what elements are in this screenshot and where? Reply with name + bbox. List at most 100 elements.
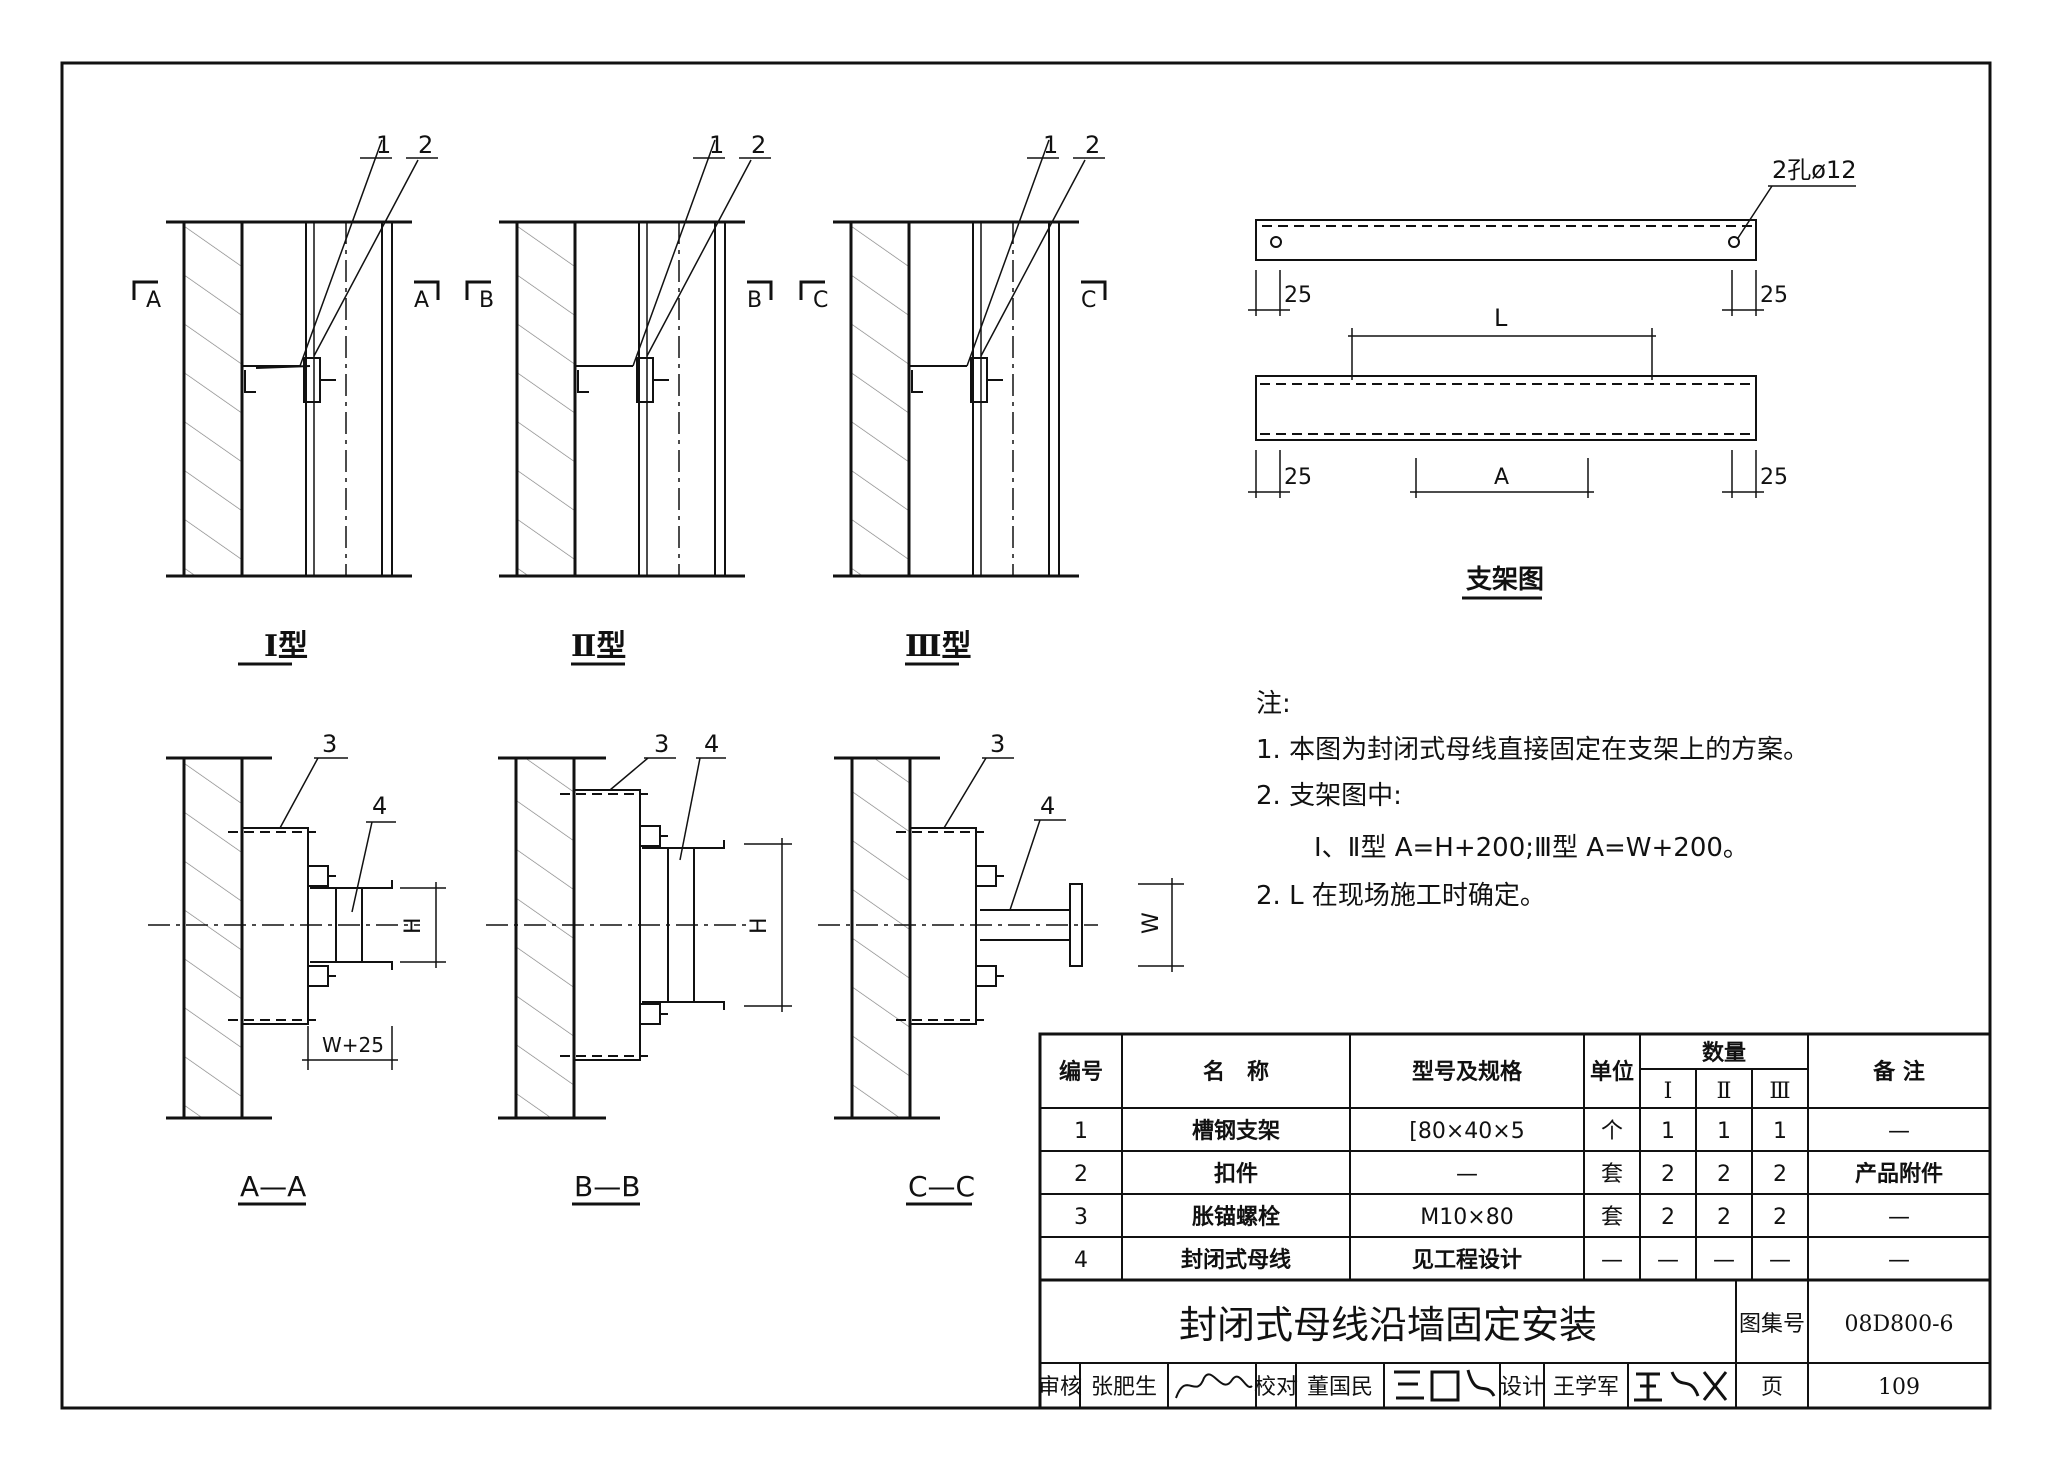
section-b-b: H 3 4 B—B <box>486 730 792 1206</box>
elevation-title-3: Ⅲ型 <box>905 629 972 664</box>
page-number: 109 <box>1878 1375 1920 1400</box>
cell-spec: [80×40×5 <box>1409 1119 1524 1144</box>
callout-1-label: 1 <box>1043 131 1058 159</box>
cell-name: 扣件 <box>1214 1161 1258 1187</box>
parts-table: 编号 名 称 型号及规格 单位 数量 备 注 Ⅰ Ⅱ Ⅲ 1 槽钢支架 [80×… <box>1038 1032 1992 1410</box>
note-line-2: 2. 支架图中: <box>1256 781 1402 811</box>
header-qty-type-3: Ⅲ <box>1769 1079 1790 1104</box>
callout-2-label: 2 <box>1085 131 1100 159</box>
atlas-label: 图集号 <box>1739 1312 1805 1337</box>
cell-q2: — <box>1713 1248 1735 1273</box>
header-no: 编号 <box>1059 1059 1103 1085</box>
cell-q1: 2 <box>1661 1162 1675 1187</box>
section-title-b: B—B <box>574 1170 640 1203</box>
cell-q2: 1 <box>1717 1119 1731 1144</box>
table-row: 4 封闭式母线 见工程设计 — — — — — <box>1074 1247 1910 1273</box>
cell-q2: 2 <box>1717 1205 1731 1230</box>
note-line-3: Ⅰ、Ⅱ型 A=H+200;Ⅲ型 A=W+200。 <box>1314 833 1749 863</box>
cell-unit: 套 <box>1601 1162 1623 1187</box>
notes-block: 注: 1. 本图为封闭式母线直接固定在支架上的方案。 2. 支架图中: Ⅰ、Ⅱ型… <box>1256 689 1809 911</box>
designer-name: 王学军 <box>1553 1375 1619 1400</box>
cell-spec: 见工程设计 <box>1412 1247 1522 1273</box>
callout-4-label: 4 <box>1040 792 1055 820</box>
cell-remark: — <box>1888 1248 1910 1273</box>
cell-q3: 2 <box>1773 1205 1787 1230</box>
section-mark-left: C <box>813 288 828 313</box>
dim-h-label: H <box>401 917 426 934</box>
section-title-a: A—A <box>240 1170 306 1203</box>
dim-25-top-right: 25 <box>1760 283 1788 308</box>
callout-3-label: 3 <box>654 730 669 758</box>
section-mark-right: A <box>414 288 429 313</box>
callout-4-label: 4 <box>372 792 387 820</box>
header-remark: 备 注 <box>1872 1059 1925 1085</box>
cell-unit: — <box>1601 1248 1623 1273</box>
checker-name: 董国民 <box>1307 1375 1373 1400</box>
callout-1-label: 1 <box>709 131 724 159</box>
dim-25-top-left: 25 <box>1284 283 1312 308</box>
elevation-view-3: 1 2 C C Ⅲ型 <box>799 131 1107 666</box>
callout-2-label: 2 <box>751 131 766 159</box>
dim-l-label: L <box>1494 304 1508 332</box>
notes-heading: 注: <box>1256 689 1291 719</box>
dim-w-label: W <box>1139 912 1164 934</box>
section-title-c: C—C <box>908 1170 975 1203</box>
reviewer-signature <box>1175 1373 1253 1399</box>
hole-label: 2孔ø12 <box>1772 156 1857 184</box>
header-unit: 单位 <box>1590 1059 1634 1085</box>
header-spec: 型号及规格 <box>1412 1059 1523 1085</box>
table-row: 1 槽钢支架 [80×40×5 个 1 1 1 — <box>1074 1118 1910 1144</box>
elevation-view-2: 1 2 B B Ⅱ型 <box>465 131 773 666</box>
check-label: 校对 <box>1254 1375 1298 1400</box>
table-row: 3 胀锚螺栓 M10×80 套 2 2 2 — <box>1074 1204 1910 1230</box>
cell-q1: — <box>1657 1248 1679 1273</box>
cell-q2: 2 <box>1717 1162 1731 1187</box>
elevation-title-1: Ⅰ型 <box>264 629 308 664</box>
review-label: 审核 <box>1038 1375 1082 1400</box>
cell-unit: 套 <box>1601 1205 1623 1230</box>
elevation-view-1: 1 2 A A Ⅰ型 <box>132 131 440 666</box>
section-c-c: W 3 4 C—C <box>818 730 1184 1206</box>
checker-signature <box>1394 1369 1496 1402</box>
table-row: 2 扣件 — 套 2 2 2 产品附件 <box>1074 1161 1943 1187</box>
design-label: 设计 <box>1500 1375 1544 1400</box>
dim-w25-label: W+25 <box>322 1033 384 1057</box>
drawing-title: 封闭式母线沿墙固定安装 <box>1179 1303 1597 1347</box>
cell-remark: — <box>1888 1205 1910 1230</box>
atlas-number: 08D800-6 <box>1844 1312 1953 1337</box>
sheet-frame <box>60 61 1992 1410</box>
cell-q1: 1 <box>1661 1119 1675 1144</box>
cell-no: 1 <box>1074 1119 1088 1144</box>
section-mark-left: B <box>479 288 494 313</box>
callout-3-label: 3 <box>322 730 337 758</box>
elevation-title-2: Ⅱ型 <box>571 629 626 664</box>
dim-25-bottom-right: 25 <box>1760 465 1788 490</box>
page-label: 页 <box>1761 1375 1783 1400</box>
cell-name: 槽钢支架 <box>1192 1118 1280 1144</box>
section-mark-left: A <box>146 288 161 313</box>
bracket-diagram: 2孔ø12 25 25 L 25 25 A 支架图 <box>1248 156 1857 600</box>
cell-no: 3 <box>1074 1205 1088 1230</box>
cell-name: 封闭式母线 <box>1181 1247 1291 1273</box>
reviewer-name: 张肥生 <box>1091 1375 1157 1400</box>
note-line-4: 2. L 在现场施工时确定。 <box>1256 881 1546 911</box>
dim-25-bottom-left: 25 <box>1284 465 1312 490</box>
cell-remark: 产品附件 <box>1855 1161 1943 1187</box>
cell-spec: M10×80 <box>1420 1205 1513 1230</box>
section-mark-right: B <box>747 288 762 313</box>
section-mark-right: C <box>1081 288 1096 313</box>
designer-signature <box>1634 1371 1728 1402</box>
header-qty-type-1: Ⅰ <box>1664 1079 1673 1104</box>
cell-unit: 个 <box>1601 1119 1623 1144</box>
cell-remark: — <box>1888 1119 1910 1144</box>
note-line-1: 1. 本图为封闭式母线直接固定在支架上的方案。 <box>1256 735 1809 765</box>
cell-q1: 2 <box>1661 1205 1675 1230</box>
header-qty: 数量 <box>1702 1040 1746 1066</box>
cell-q3: 2 <box>1773 1162 1787 1187</box>
cell-spec: — <box>1456 1162 1478 1187</box>
dim-h-label: H <box>747 917 772 934</box>
callout-4-label: 4 <box>704 730 719 758</box>
callout-3-label: 3 <box>990 730 1005 758</box>
cell-no: 2 <box>1074 1162 1088 1187</box>
